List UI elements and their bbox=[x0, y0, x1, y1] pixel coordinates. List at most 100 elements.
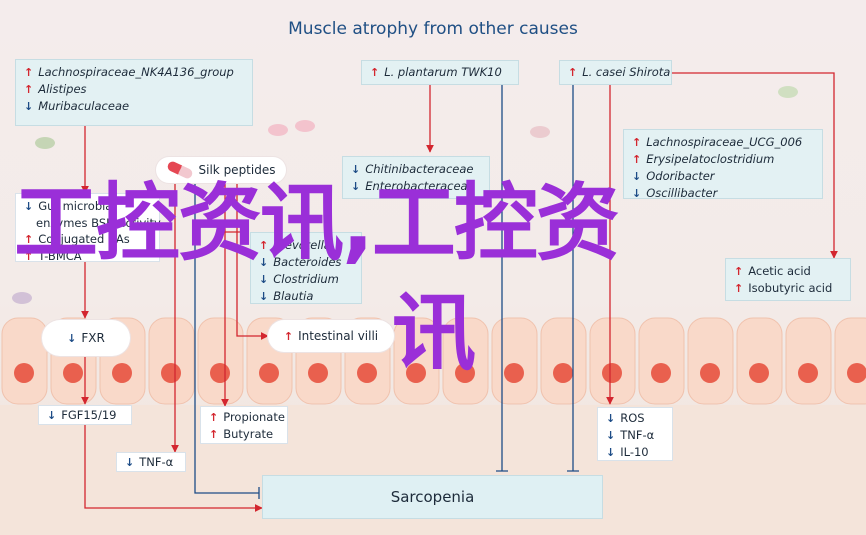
item-label: L. casei Shirota bbox=[582, 65, 671, 79]
arrow-up-icon: ↑ bbox=[283, 330, 294, 343]
cell-nucleus bbox=[602, 363, 622, 383]
arrow-down-icon: ↓ bbox=[259, 290, 269, 303]
arrow-up-icon: ↑ bbox=[24, 233, 34, 246]
silk-peptides-text: Silk peptides bbox=[198, 163, 276, 177]
inhibit-plantarum-sarcopenia bbox=[496, 85, 508, 472]
item-label: FXR bbox=[81, 331, 105, 345]
arrow-up-icon: ↑ bbox=[24, 66, 34, 79]
arrow-down-icon: ↓ bbox=[259, 273, 269, 286]
arrow-down-icon: ↓ bbox=[24, 200, 34, 213]
arrow-down-icon: ↓ bbox=[632, 187, 642, 200]
list-item: ↓ Bacteroides bbox=[259, 254, 353, 271]
epithelial-cell bbox=[785, 317, 832, 405]
arrow-down-icon: ↓ bbox=[351, 163, 361, 176]
item-label: TNF-α bbox=[620, 428, 655, 442]
arrow-up-icon: ↑ bbox=[370, 66, 380, 79]
arrow-up-icon: ↑ bbox=[632, 153, 642, 166]
cell-nucleus bbox=[357, 363, 377, 383]
box-center-bacteria: ↓ Chitinibacteraceae ↓ Enterobacteraceae bbox=[342, 156, 490, 199]
list-item: ↓ Clostridium bbox=[259, 271, 353, 288]
sarcopenia-box: Sarcopenia bbox=[262, 475, 603, 519]
item-label: FGF15/19 bbox=[61, 408, 117, 422]
item-label: L. plantarum TWK10 bbox=[384, 65, 502, 79]
epithelial-cell bbox=[736, 317, 783, 405]
arrow-up-icon: ↑ bbox=[568, 66, 578, 79]
arrow-down-icon: ↓ bbox=[259, 256, 269, 269]
diagram-title: Muscle atrophy from other causes bbox=[288, 19, 578, 39]
list-item: ↑Isobutyric acid bbox=[734, 280, 842, 297]
epithelial-cell bbox=[442, 317, 489, 405]
list-item: ↓ Muribaculaceae bbox=[24, 98, 244, 115]
arrow-down-icon: ↓ bbox=[351, 180, 361, 193]
microbe-decoration bbox=[12, 292, 32, 304]
box-right-bacteria: ↑Lachnospiraceae_UCG_006↑Erysipelatoclos… bbox=[623, 129, 823, 200]
cell-nucleus bbox=[14, 363, 34, 383]
item-label: Oscillibacter bbox=[646, 186, 718, 200]
item-label: Butyrate bbox=[223, 427, 274, 441]
item-label: Conjugated BAs bbox=[38, 232, 130, 246]
list-item: ↑T-BMCA bbox=[24, 248, 151, 265]
inhibit-silk-sarcopenia bbox=[194, 183, 260, 499]
list-item: ↑ Conjugated BAs bbox=[24, 231, 151, 248]
arrow-up-icon: ↑ bbox=[209, 428, 219, 441]
item-label: Clostridium bbox=[273, 272, 339, 286]
item-label: Intestinal villi bbox=[298, 329, 379, 343]
arrow-down-icon: ↓ bbox=[606, 412, 616, 425]
fgf-label: ↓FGF15/19 bbox=[38, 405, 132, 425]
list-item: ↓ ROS bbox=[606, 410, 664, 427]
item-label: Erysipelatoclostridium bbox=[646, 152, 775, 166]
box-l-casei: ↑ L. casei Shirota bbox=[559, 60, 672, 85]
item-label: Blautia bbox=[273, 289, 314, 303]
list-item: ↓ Chitinibacteraceae bbox=[351, 161, 481, 178]
arrow-down-icon: ↓ bbox=[67, 332, 77, 345]
cell-nucleus bbox=[847, 363, 866, 383]
item-label: Gut microbial bbox=[38, 199, 116, 213]
list-item: ↑ Erysipelatoclostridium bbox=[632, 151, 814, 168]
box-mid-genera: ↑Prevotella ↓ Bacteroides ↓ Clostridium ↓ Blau… bbox=[250, 232, 362, 304]
epithelial-cell bbox=[491, 317, 538, 405]
microbe-decoration bbox=[35, 137, 55, 149]
item-label: Odoribacter bbox=[646, 169, 715, 183]
item-label: Alistipes bbox=[38, 82, 87, 96]
item-label: Bacteroides bbox=[273, 255, 342, 269]
arrow-down-icon: ↓ bbox=[125, 456, 135, 469]
epithelial-cell bbox=[687, 317, 734, 405]
arrow-up-icon: ↑ bbox=[632, 136, 642, 149]
arrow-down-icon: ↓ bbox=[606, 446, 616, 459]
arrow-down-icon: ↓ bbox=[632, 170, 642, 183]
list-item: ↓ TNF-α bbox=[606, 427, 664, 444]
arrow-up-icon: ↑ bbox=[734, 265, 744, 278]
cell-nucleus bbox=[553, 363, 573, 383]
item-label: Enterobacteraceae bbox=[365, 179, 475, 193]
arrow-down-icon: ↓ bbox=[24, 100, 34, 113]
cell-nucleus bbox=[406, 363, 426, 383]
item-label: enzymes BSH activity bbox=[36, 216, 161, 230]
epithelial-cell bbox=[1, 317, 48, 405]
watermark-line-1: 工控资讯,工控资 bbox=[14, 174, 620, 272]
cell-nucleus bbox=[504, 363, 524, 383]
cell-nucleus bbox=[112, 363, 132, 383]
item-label: Chitinibacteraceae bbox=[365, 162, 474, 176]
arrow-up-icon: ↑ bbox=[209, 411, 219, 424]
intestinal-villi-label: ↑ Intestinal villi bbox=[268, 320, 394, 352]
cell-nucleus bbox=[798, 363, 818, 383]
box-propionate-butyrate: ↑Propionate↑Butyrate bbox=[200, 406, 288, 444]
item-label: ROS bbox=[620, 411, 645, 425]
list-item: ↑Lachnospiraceae_NK4A136_group bbox=[24, 64, 244, 81]
arrow-casei-to-scfa bbox=[672, 72, 838, 259]
cell-nucleus bbox=[749, 363, 769, 383]
list-item: enzymes BSH activity bbox=[24, 215, 161, 231]
microbe-decoration bbox=[778, 86, 798, 98]
list-item: ↑ Butyrate bbox=[209, 426, 279, 443]
inhibit-casei-sarcopenia bbox=[567, 85, 579, 472]
arrow-down-icon: ↓ bbox=[606, 429, 616, 442]
microbe-decoration bbox=[295, 120, 315, 132]
silk-peptides-label: Silk peptides bbox=[156, 157, 286, 183]
list-item: ↑ L. plantarum TWK10 bbox=[370, 64, 510, 81]
cell-nucleus bbox=[651, 363, 671, 383]
item-label: Muribaculaceae bbox=[38, 99, 130, 113]
epithelial-cell bbox=[148, 317, 195, 405]
list-item: ↓ Enterobacteraceae bbox=[351, 178, 481, 195]
list-item: ↑Prevotella bbox=[259, 237, 353, 254]
